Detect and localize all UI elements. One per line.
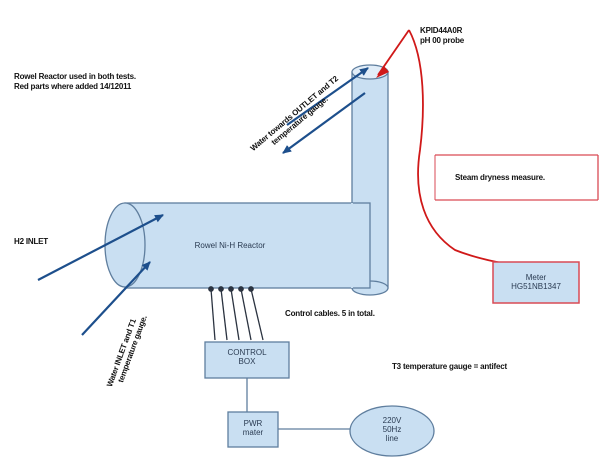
control-cables: [208, 286, 264, 341]
mains-power-ellipse: [349, 405, 435, 457]
h2-inlet-label: H2 INLET: [14, 237, 48, 246]
probe-tip-arrow: [376, 66, 389, 78]
reactor-cylinder: [104, 202, 371, 289]
pwr-meter-label-line1: PWR: [243, 419, 263, 428]
probe-wire: [377, 29, 511, 267]
mains-power-label-line3: line: [385, 434, 399, 443]
kpid-label-line1: KPID44A0R: [420, 26, 463, 35]
meter-label-line1: Meter: [525, 273, 547, 282]
pwr-meter-box: [227, 411, 279, 448]
kpid-label-line2: pH 00 probe: [420, 36, 465, 45]
meter-label: Meter HG51NB1347: [493, 273, 579, 291]
reactor-label: Rowel Ni-H Reactor: [194, 241, 266, 250]
control-box-label: CONTROL BOX: [205, 348, 289, 366]
pwr-meter-label-line2: mater: [242, 428, 264, 437]
rowel-note-line2: Red parts where added 14/12011: [14, 82, 132, 91]
steam-dryness-bracket: [435, 154, 599, 201]
mains-power-label-line2: 50Hz: [382, 425, 402, 434]
control-box-label-line1: CONTROL: [227, 348, 267, 357]
rowel-note-line1: Rowel Reactor used in both tests.: [14, 72, 136, 81]
h2-inlet-arrow: [37, 214, 164, 281]
water-inlet-arrow: [81, 261, 151, 336]
steam-dryness-label: Steam dryness measure.: [455, 173, 545, 182]
meter-box: [492, 261, 580, 304]
mains-power-label: 220V 50Hz line: [370, 416, 414, 443]
water-outlet-arrow-2: [286, 67, 369, 126]
control-box-label-line2: BOX: [238, 357, 256, 366]
mains-power-label-line1: 220V: [382, 416, 402, 425]
water-outlet-arrow: [282, 92, 366, 154]
pwr-meter-label: PWR mater: [228, 419, 278, 437]
t3-gauge-label: T3 temperature gauge = antifect: [392, 362, 507, 371]
control-cables-label: Control cables. 5 in total.: [285, 309, 375, 318]
meter-label-line2: HG51NB1347: [511, 282, 561, 291]
